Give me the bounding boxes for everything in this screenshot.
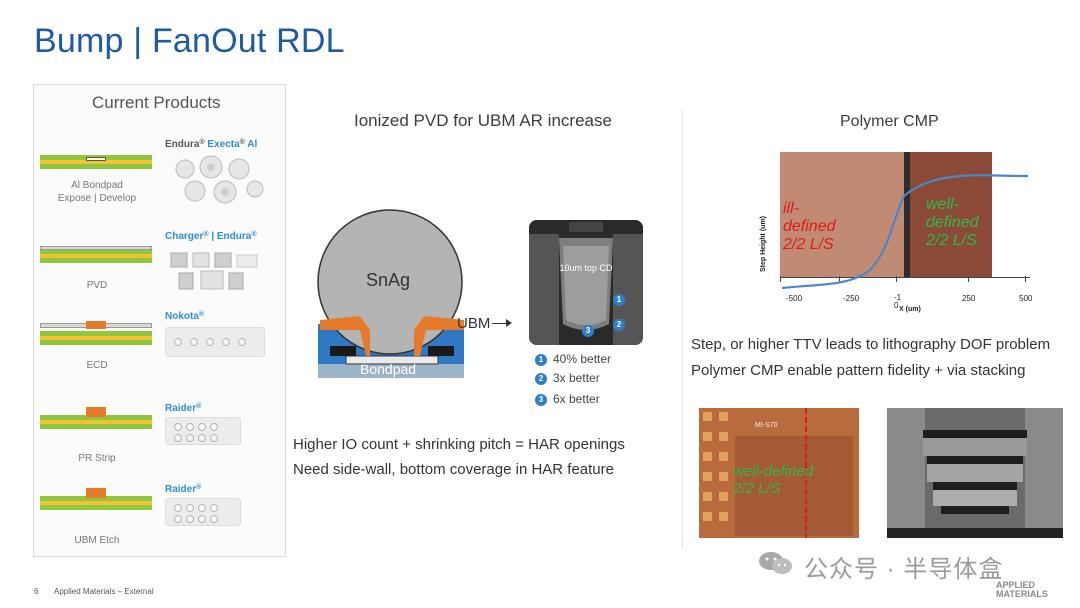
product-label-line: ECD — [86, 360, 108, 371]
y-axis-label: Step Height (um) — [760, 216, 767, 272]
arrow-right-icon — [492, 319, 512, 327]
cmp-text-line: Step, or higher TTV leads to lithography… — [691, 336, 1051, 353]
bump-cross-section-diagram — [317, 209, 464, 378]
brand-label: Raider® — [165, 484, 202, 495]
sem-cd-label: 10um top CD — [559, 263, 613, 273]
product-label-line: PR Strip — [78, 453, 116, 464]
brand-label: Charger® | Endura® — [165, 231, 257, 242]
tool-image — [175, 155, 264, 204]
layer-stack-diagram — [40, 149, 152, 171]
section-divider — [682, 110, 683, 547]
ubm-label: UBM — [457, 315, 491, 332]
via-stack-sem-photo — [887, 408, 1063, 538]
applied-materials-logo: APPLIED MATERIALS — [996, 580, 1048, 599]
footer-text: Applied Materials – External — [54, 587, 154, 596]
x-tick: -250 — [843, 294, 860, 303]
layer-stack-diagram — [40, 243, 152, 265]
product-label-line: Al Bondpad — [71, 180, 123, 191]
watermark-text: 公众号 · 半导体盒 — [804, 556, 1004, 583]
snag-label: SnAg — [366, 270, 411, 290]
current-products-panel: Current Products Al Bondpad Expose | Dev… — [33, 84, 286, 557]
cmp-heading: Polymer CMP — [840, 113, 939, 130]
panel-heading: Current Products — [92, 93, 221, 112]
pvd-text-line: Need side-wall, bottom coverage in HAR f… — [293, 461, 614, 478]
brand-label: Endura® Execta® Al — [165, 139, 258, 150]
sem-image-ubm: 10um top CD 1 2 3 — [529, 220, 643, 345]
cmp-text-line: Polymer CMP enable pattern fidelity + vi… — [691, 362, 1026, 379]
step-height-profile-chart — [780, 152, 1030, 290]
pvd-heading: Ionized PVD for UBM AR increase — [354, 111, 612, 130]
pvd-text-line: Higher IO count + shrinking pitch = HAR … — [293, 436, 625, 453]
x-tick: -1 0 — [894, 293, 902, 310]
x-axis-label: X (um) — [899, 306, 921, 313]
tool-image — [165, 498, 241, 526]
wechat-icon — [759, 552, 792, 574]
sem-via-shape — [529, 220, 643, 345]
marker-3: 3 — [582, 325, 594, 337]
tool-image — [170, 252, 258, 290]
product-label-line: Expose | Develop — [57, 193, 137, 204]
bondpad-label: Bondpad — [360, 361, 417, 377]
layer-stack-diagram — [40, 321, 152, 345]
x-tick: 250 — [962, 294, 976, 303]
marker-1: 1 — [613, 294, 625, 306]
x-tick: 500 — [1019, 294, 1033, 303]
page-title: Bump | FanOut RDL — [34, 22, 345, 60]
product-label-line: UBM Etch — [74, 535, 120, 546]
product-label-line: PVD — [86, 280, 108, 291]
photo-mark-label: MI-S70 — [755, 422, 778, 429]
tool-image — [165, 417, 241, 445]
layer-stack-diagram — [40, 407, 152, 431]
brand-label: Nokota® — [165, 311, 205, 322]
marker-2: 2 — [613, 319, 625, 331]
layer-stack-diagram — [40, 488, 152, 512]
x-tick: -500 — [786, 294, 803, 303]
brand-label: Raider® — [165, 403, 202, 414]
page-number: 6 — [34, 587, 39, 596]
tool-image — [165, 327, 265, 357]
